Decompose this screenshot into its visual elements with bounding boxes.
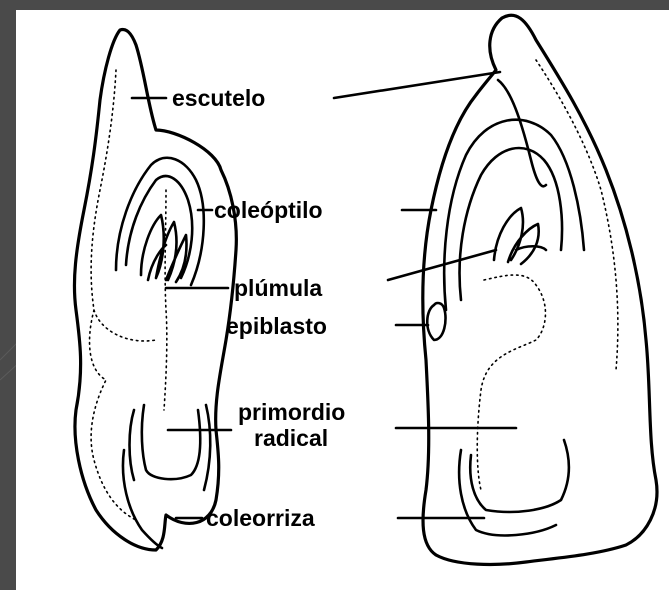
left-dotted-trace-2 (164, 190, 167, 410)
leader-plumula-right (388, 250, 496, 280)
right-radicle (459, 440, 569, 535)
label-primordio-line2: radical (254, 425, 328, 451)
left-radicle (130, 405, 211, 490)
right-plumule (494, 208, 546, 264)
right-scutellum-tip (498, 80, 546, 186)
left-coleorhiza (123, 450, 162, 548)
label-primordio-line1: primordio (238, 399, 345, 425)
label-epiblasto: epiblasto (226, 313, 327, 339)
label-plumula: plúmula (234, 275, 322, 301)
right-dotted-trace (477, 60, 618, 490)
left-plumule (141, 215, 187, 282)
label-escutelo: escutelo (172, 85, 265, 111)
grass-embryo-diagram: escutelo coleóptilo plúmula epiblasto pr… (16, 10, 669, 590)
label-coleorriza: coleorriza (206, 505, 315, 531)
right-epiblast (427, 303, 445, 340)
diagram-panel: escutelo coleóptilo plúmula epiblasto pr… (16, 10, 669, 590)
label-coleoptilo: coleóptilo (214, 197, 323, 223)
right-embryo (423, 15, 657, 564)
right-coleoptile-inner (460, 148, 562, 300)
